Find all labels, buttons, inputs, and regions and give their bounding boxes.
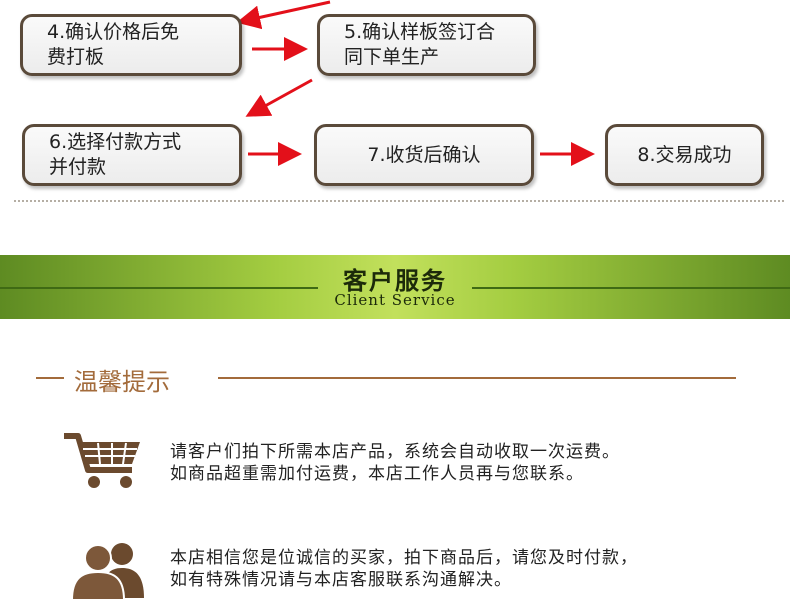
- tip-heading-dash-left: [36, 377, 64, 379]
- banner-title: 客户服务: [343, 266, 447, 295]
- customer-service-people-icon: [70, 543, 144, 600]
- shopping-cart-icon: [64, 433, 140, 488]
- step-4: 4.确认价格后免 费打板: [20, 14, 242, 76]
- banner-line-right: [472, 287, 790, 289]
- step-7: 7.收货后确认: [314, 124, 534, 186]
- tip-note-1: 请客户们拍下所需本店产品，系统会自动收取一次运费。 如商品超重需加付运费，本店工…: [170, 442, 620, 484]
- client-service-banner: 客户服务 Client Service: [0, 255, 790, 319]
- flow-arrows: [236, 0, 595, 166]
- step-8-label: 8.交易成功: [637, 143, 732, 166]
- step-8: 8.交易成功: [605, 124, 764, 186]
- step-7-label: 7.收货后确认: [367, 143, 481, 166]
- step-6-label: 6.选择付款方式 并付款: [49, 131, 182, 178]
- arrow-top-to-step4: [236, 0, 331, 30]
- tip-heading: 温馨提示: [74, 368, 170, 396]
- arrow-step5-to-step6: [245, 78, 313, 117]
- step-4-label: 4.确认价格后免 费打板: [47, 21, 180, 68]
- banner-subtitle: Client Service: [334, 291, 456, 309]
- section-divider: [14, 200, 784, 202]
- tip-heading-rule: [218, 377, 736, 379]
- step-5-label: 5.确认样板签订合 同下单生产: [344, 21, 496, 68]
- step-5: 5.确认样板签订合 同下单生产: [317, 14, 536, 76]
- banner-line-left: [0, 287, 318, 289]
- step-6: 6.选择付款方式 并付款: [22, 124, 242, 186]
- tip-note-2: 本店相信您是位诚信的买家，拍下商品后，请您及时付款， 如有特殊情况请与本店客服联…: [170, 548, 638, 590]
